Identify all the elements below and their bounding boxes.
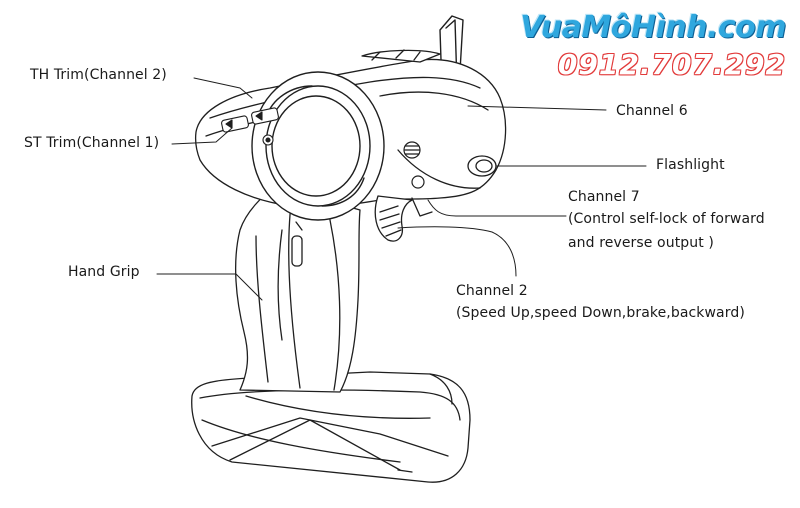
label-channel7-line2: and reverse output ) [568, 235, 714, 251]
watermark-phone: 0912.707.292 [557, 48, 786, 81]
label-flashlight: Flashlight [656, 157, 725, 173]
label-channel2-desc: (Speed Up,speed Down,brake,backward) [456, 305, 745, 321]
trim-buttons [221, 107, 279, 146]
label-hand-grip: Hand Grip [68, 264, 140, 280]
steering-wheel [251, 71, 385, 221]
label-channel7-title: Channel 7 [568, 189, 640, 205]
label-channel6: Channel 6 [616, 103, 688, 119]
leader-lines [156, 77, 647, 301]
throttle-trigger [374, 195, 433, 242]
label-channel2-title: Channel 2 [456, 283, 528, 299]
label-st-trim: ST Trim(Channel 1) [24, 135, 160, 151]
flashlight-lens [467, 155, 497, 177]
label-channel7-line1: (Control self-lock of forward [568, 211, 765, 227]
label-th-trim: TH Trim(Channel 2) [30, 67, 167, 83]
watermark-brand: VuaMôHình.com [520, 10, 786, 45]
channel6-knob [403, 141, 425, 189]
hand-grip [234, 185, 361, 393]
base-stand [191, 371, 471, 483]
